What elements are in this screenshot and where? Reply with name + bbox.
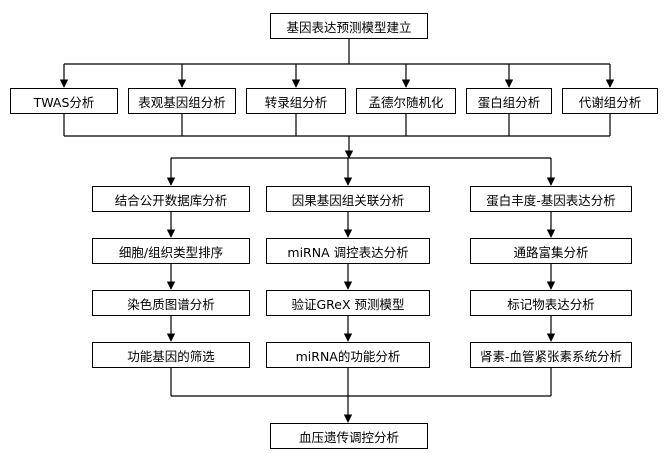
branch3-step4: 肾素-血管紧张素系统分析 <box>470 342 632 368</box>
branch2-step1: 因果基因组关联分析 <box>266 186 430 212</box>
method-box-proteome: 蛋白组分析 <box>466 88 552 114</box>
bottom-box: 血压遗传调控分析 <box>270 423 428 449</box>
branch1-step1: 结合公开数据库分析 <box>92 186 250 212</box>
method-label: TWAS分析 <box>33 94 95 110</box>
method-label: 孟德尔随机化 <box>368 94 444 110</box>
method-label: 表观基因组分析 <box>138 94 226 110</box>
method-box-transcriptome: 转录组分析 <box>246 88 346 114</box>
method-box-metabolome: 代谢组分析 <box>562 88 658 114</box>
method-label: 转录组分析 <box>264 94 328 110</box>
method-box-epigenome: 表观基因组分析 <box>128 88 236 114</box>
branch1-step4: 功能基因的筛选 <box>92 342 250 368</box>
branch2-step2: miRNA 调控表达分析 <box>266 238 430 264</box>
method-box-twas: TWAS分析 <box>10 88 118 114</box>
branch2-step4: miRNA的功能分析 <box>266 342 430 368</box>
branch3-step2: 通路富集分析 <box>470 238 632 264</box>
branch3-step1: 蛋白丰度-基因表达分析 <box>470 186 632 212</box>
bottom-text: 血压遗传调控分析 <box>298 429 399 445</box>
branch1-step2: 细胞/组织类型排序 <box>92 238 250 264</box>
branch1-step3: 染色质图谱分析 <box>92 290 250 316</box>
title-text: 基因表达预测模型建立 <box>286 19 412 35</box>
method-label: 蛋白组分析 <box>477 94 541 110</box>
branch3-step3: 标记物表达分析 <box>470 290 632 316</box>
title-box: 基因表达预测模型建立 <box>270 13 428 39</box>
branch2-step3: 验证GReX 预测模型 <box>266 290 430 316</box>
method-box-mendelian: 孟德尔随机化 <box>356 88 456 114</box>
method-label: 代谢组分析 <box>578 94 642 110</box>
